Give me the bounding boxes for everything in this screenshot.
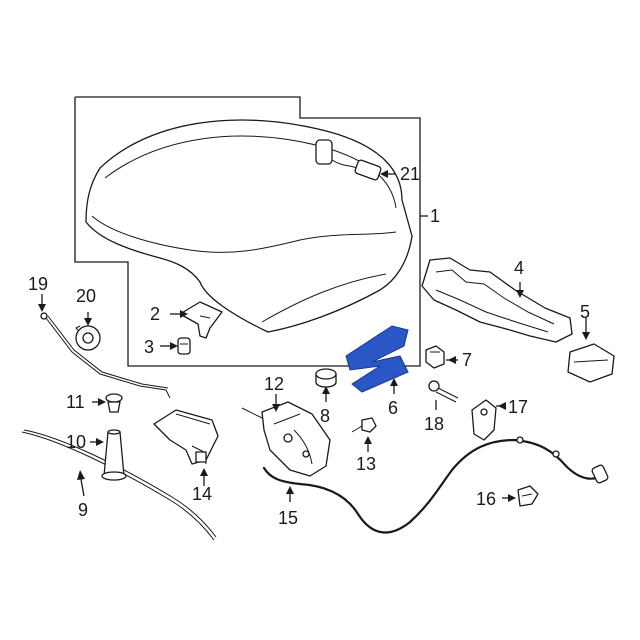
callout-3: 3 — [144, 337, 154, 357]
hood-bumper[interactable] — [567, 343, 615, 383]
callout-2: 2 — [150, 304, 160, 324]
arrow-9 — [77, 470, 85, 480]
arrow-5 — [582, 332, 590, 340]
arrow-8 — [322, 386, 330, 394]
arrow-16 — [508, 494, 516, 502]
arrow-2 — [180, 310, 188, 318]
cable-clip[interactable] — [517, 485, 539, 507]
arrow-14 — [200, 468, 208, 476]
arrow-7 — [448, 356, 456, 364]
callout-19: 19 — [28, 274, 48, 294]
arrow-3 — [170, 342, 178, 350]
arrow-13 — [364, 436, 372, 444]
long-bolt[interactable] — [428, 380, 459, 403]
arrow-15 — [286, 486, 294, 494]
hood-push-pin[interactable] — [105, 393, 123, 413]
callout-1: 1 — [430, 206, 440, 226]
hood-bolt[interactable] — [425, 345, 445, 369]
callout-17: 17 — [508, 397, 528, 417]
latch-bolt[interactable] — [351, 417, 377, 433]
hood-striker-highlighted[interactable] — [345, 325, 409, 393]
callout-12: 12 — [264, 374, 284, 394]
hood-insulator[interactable] — [421, 257, 573, 343]
hood-grommet[interactable] — [315, 368, 337, 388]
arrow-19 — [38, 304, 46, 312]
cable-bracket[interactable] — [471, 399, 497, 441]
hood-release-cable[interactable] — [262, 436, 609, 534]
callout-13: 13 — [356, 454, 376, 474]
hood-prop-rod[interactable] — [40, 312, 171, 399]
callout-11: 11 — [66, 392, 85, 412]
arrow-12 — [272, 404, 280, 412]
callout-6: 6 — [388, 398, 398, 418]
callout-10: 10 — [66, 432, 86, 452]
callout-14: 14 — [192, 484, 212, 504]
callout-4: 4 — [514, 258, 524, 278]
hood-latch[interactable] — [241, 401, 331, 477]
prop-rod-holder[interactable] — [153, 409, 219, 465]
arrow-20 — [84, 318, 92, 326]
hood-bracket[interactable] — [179, 301, 223, 339]
arrow-17 — [498, 402, 506, 410]
arrow-4 — [516, 290, 524, 298]
arrow-6 — [390, 378, 398, 386]
callout-7: 7 — [462, 350, 472, 370]
callout-18: 18 — [424, 414, 444, 434]
arrow-10 — [96, 438, 104, 446]
hood-group-frame — [74, 96, 421, 367]
hood-wiring-connector[interactable] — [315, 139, 382, 181]
callout-5: 5 — [580, 302, 590, 322]
rod-grommet[interactable] — [75, 325, 101, 351]
callout-21: 21 — [400, 164, 420, 184]
callout-20: 20 — [76, 286, 96, 306]
hood-seal[interactable] — [21, 429, 217, 541]
callout-15: 15 — [278, 508, 298, 528]
callout-8: 8 — [320, 406, 330, 426]
hood-clip[interactable] — [177, 337, 191, 355]
hood-panel[interactable] — [85, 119, 413, 333]
arrow-21 — [380, 170, 388, 178]
callout-16: 16 — [476, 489, 496, 509]
arrow-11 — [98, 398, 106, 406]
callout-9: 9 — [78, 500, 88, 520]
hood-stop[interactable] — [101, 429, 127, 481]
